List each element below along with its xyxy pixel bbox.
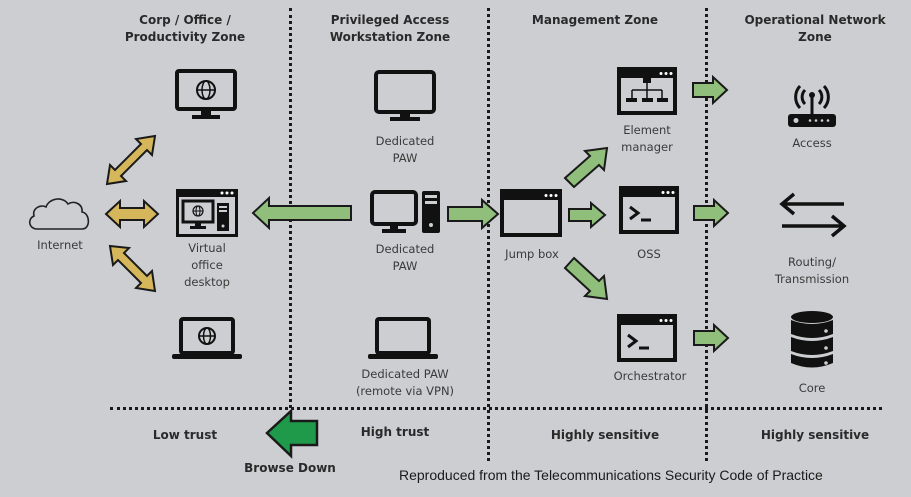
label-line: PAW xyxy=(392,151,418,165)
internet-label: Internet xyxy=(37,238,83,252)
label-line: manager xyxy=(621,140,673,154)
oss-label: OSS xyxy=(637,247,661,261)
double-arrow-up-icon xyxy=(105,134,157,186)
label-line: Element xyxy=(623,123,671,137)
label-line: Dedicated PAW xyxy=(361,367,449,381)
label-line: PAW xyxy=(392,259,418,273)
arrow-right-green-icon xyxy=(692,74,729,106)
zone-divider-3 xyxy=(705,8,708,461)
virtual-desktop-icon xyxy=(176,189,238,237)
orchestrator-label: Orchestrator xyxy=(613,369,687,383)
zone-title-line: Productivity Zone xyxy=(124,30,246,44)
zone-title-line: Operational Network xyxy=(744,13,886,27)
zone-divider-2 xyxy=(487,8,490,461)
monitor-icon xyxy=(374,70,436,121)
paw-top-label: Dedicated PAW xyxy=(360,133,450,167)
trust-label-management: Highly sensitive xyxy=(550,428,660,442)
routing-label: Routing/ Transmission xyxy=(762,254,862,288)
arrow-right-green-icon xyxy=(447,197,500,231)
label-line: Dedicated xyxy=(375,242,435,256)
database-icon xyxy=(791,311,833,368)
zone-title-operational: Operational Network Zone xyxy=(735,12,895,46)
core-label: Core xyxy=(798,381,826,395)
cloud-icon xyxy=(28,198,90,230)
label-line: office xyxy=(191,258,223,272)
element-manager-label: Element manager xyxy=(607,122,687,156)
desktop-tower-icon xyxy=(370,190,440,233)
trust-label-operational: Highly sensitive xyxy=(760,428,870,442)
zone-title-line: Privileged Access xyxy=(330,13,450,27)
virtual-desktop-label: Virtual office desktop xyxy=(167,240,247,291)
arrow-left-green-icon xyxy=(251,195,352,231)
arrow-right-green-icon xyxy=(693,197,730,229)
monitor-globe-icon xyxy=(175,69,237,119)
access-label: Access xyxy=(792,136,832,150)
label-line: Dedicated xyxy=(375,134,435,148)
zone-title-line: Corp / Office / xyxy=(139,13,231,27)
zone-title-paw: Privileged Access Workstation Zone xyxy=(320,12,460,46)
trust-label-corp: Low trust xyxy=(152,428,218,442)
double-arrow-down-icon xyxy=(108,244,157,293)
trust-label-paw: High trust xyxy=(360,425,430,439)
label-line: (remote via VPN) xyxy=(355,384,455,398)
terminal-icon xyxy=(617,314,677,362)
arrow-up-right-green-icon xyxy=(563,146,609,189)
zone-title-line: Workstation Zone xyxy=(329,30,451,44)
zone-title-line: Management Zone xyxy=(531,13,659,27)
zone-title-management: Management Zone xyxy=(520,12,670,29)
credit-text: Reproduced from the Telecommunications S… xyxy=(399,467,823,483)
label-line: Virtual xyxy=(188,241,226,255)
router-icon xyxy=(788,84,836,127)
browse-down-label: Browse Down xyxy=(244,461,336,475)
element-manager-icon xyxy=(617,67,677,115)
laptop-icon xyxy=(368,317,438,359)
trust-divider xyxy=(110,407,882,410)
zone-title-corp: Corp / Office / Productivity Zone xyxy=(110,12,260,46)
paw-remote-label: Dedicated PAW (remote via VPN) xyxy=(340,366,470,400)
jump-box-label: Jump box xyxy=(505,247,559,261)
arrow-right-green-icon xyxy=(568,200,607,230)
routing-arrows-icon xyxy=(779,192,847,238)
arrow-down-right-green-icon xyxy=(563,256,609,301)
double-arrow-horizontal-icon xyxy=(104,198,160,230)
arrow-right-green-icon xyxy=(693,322,730,354)
zone-title-line: Zone xyxy=(798,30,832,44)
terminal-icon xyxy=(619,186,679,234)
jump-box-window-icon xyxy=(500,189,562,237)
label-line: Routing/ xyxy=(788,255,836,269)
label-line: desktop xyxy=(184,275,230,289)
laptop-globe-icon xyxy=(172,317,242,359)
browse-down-arrow-icon xyxy=(265,408,319,459)
label-line: Transmission xyxy=(774,272,850,286)
paw-mid-label: Dedicated PAW xyxy=(360,241,450,275)
